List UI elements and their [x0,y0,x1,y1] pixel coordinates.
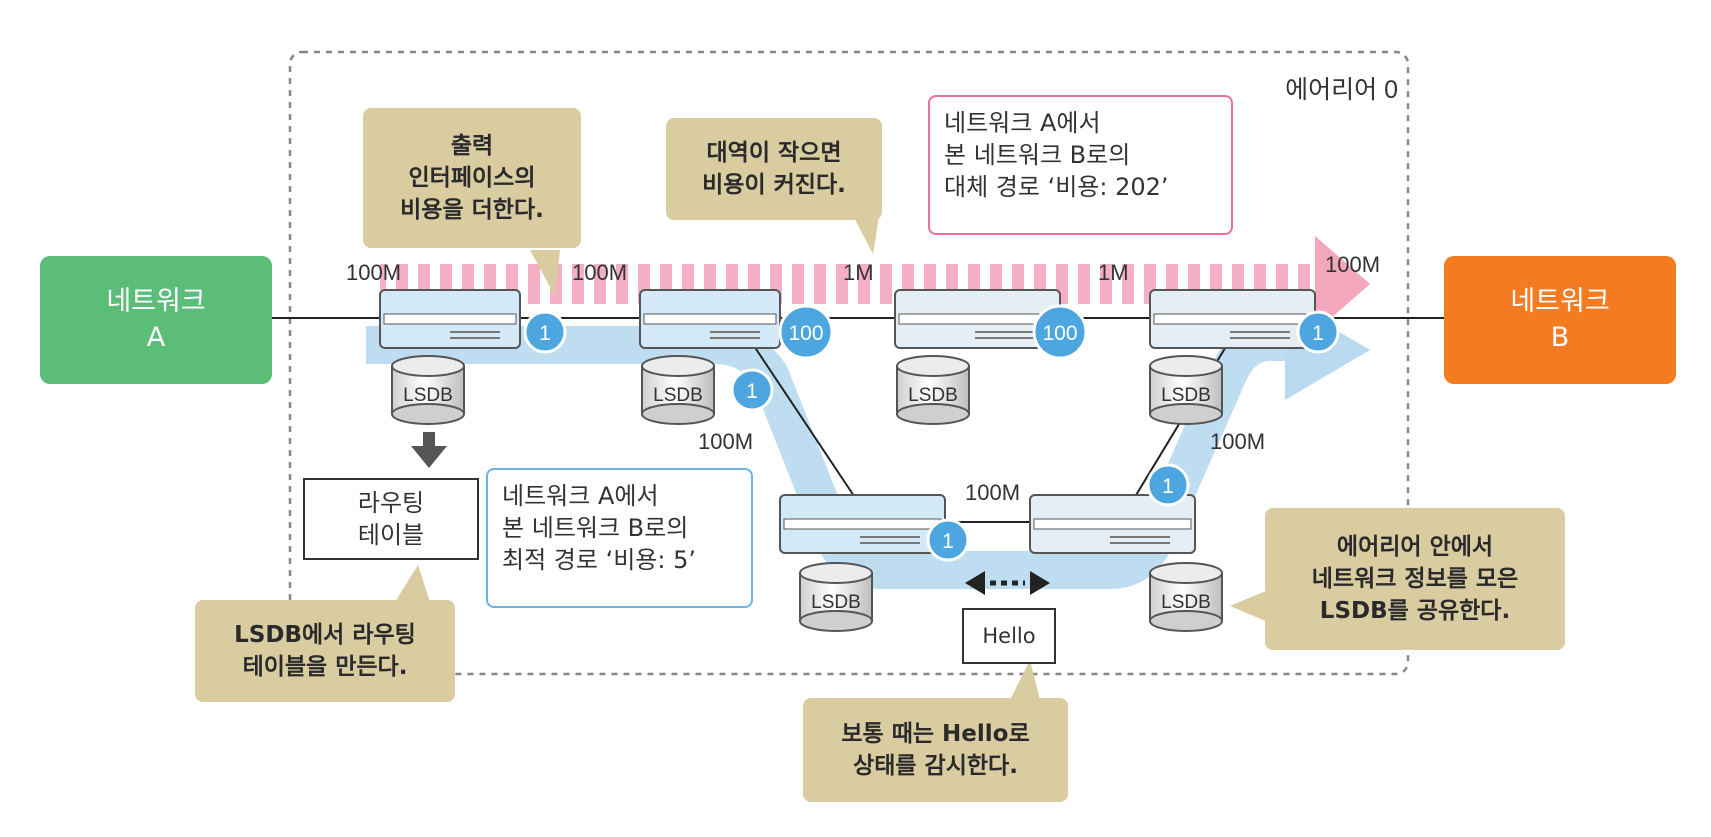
lsdb-2 [641,355,715,425]
alternate-path-arrowhead [1315,236,1370,332]
callout-tail-make-table [395,565,430,602]
note-alternate-path: 네트워크 A에서 본 네트워크 B로의 대체 경로 ‘비용: 202’ [928,95,1233,235]
cost-badge-r4: 1 [1296,310,1340,354]
callout-make-table-line1: LSDB에서 라우팅 [234,622,416,648]
callout-add-cost-line1: 출력 [450,133,494,159]
callout-tail-bandwidth [850,210,880,254]
callout-add-cost-line2: 인터페이스의 [408,165,536,191]
callout-make-table-line2: 테이블을 만든다. [242,654,408,680]
bandwidth-r5-r6: 100M [965,480,1020,505]
note-alternate-line3: 대체 경로 ‘비용: 202’ [944,173,1169,201]
lsdb-5 [799,562,873,632]
svg-text:1: 1 [746,380,758,403]
routing-table-line2: 테이블 [357,521,425,549]
lsdb-label-4: LSDB [1161,385,1211,406]
bandwidth-r1-r2: 100M [572,260,627,285]
area-label: 에어리어 0 [1285,76,1398,104]
svg-text:1: 1 [942,530,954,553]
down-arrow-icon [411,432,447,468]
svg-text:1: 1 [1162,475,1174,498]
svg-text:1: 1 [539,322,551,345]
lsdb-label-3: LSDB [908,385,958,406]
lsdb-label-5: LSDB [811,592,861,613]
bandwidth-r4-b: 100M [1325,252,1380,277]
routing-table-box: 라우팅 테이블 [303,478,479,560]
bandwidth-a-r1: 100M [346,260,401,285]
router-5 [779,494,946,554]
lsdb-3 [896,355,970,425]
network-a: 네트워크 A [40,256,272,384]
callout-share-line2: 네트워크 정보를 모은 [1311,566,1519,592]
callout-add-cost-line3: 비용을 더한다. [400,197,544,223]
svg-text:100: 100 [1042,322,1077,345]
router-2 [639,289,781,349]
router-6 [1029,494,1196,554]
callout-tail-share [1230,590,1268,622]
cost-badge-r3: 100 [1032,304,1088,360]
network-b: 네트워크 B [1444,256,1676,384]
callout-share-line1: 에어리어 안에서 [1336,534,1494,560]
callout-bandwidth: 대역이 작으면 비용이 커진다. [666,118,882,220]
network-b-id: B [1550,322,1570,353]
router-1 [379,289,521,349]
router-4 [1149,289,1316,349]
lsdb-label-2: LSDB [653,385,703,406]
lsdb-6 [1149,562,1223,632]
network-b-label: 네트워크 [1510,286,1610,317]
optimal-path-arrow [366,322,1294,589]
callout-share: 에어리어 안에서 네트워크 정보를 모은 LSDB를 공유한다. [1265,508,1565,650]
bandwidth-r6-r4: 100M [1210,429,1265,454]
link-r2-r5 [749,339,861,506]
callout-hello: 보통 때는 Hello로 상태를 감시한다. [803,698,1068,802]
note-optimal-line3: 최적 경로 ‘비용: 5’ [502,546,696,574]
cost-badge-r1: 1 [523,310,567,354]
svg-text:1: 1 [1312,322,1324,345]
callout-hello-line2: 상태를 감시한다. [853,753,1018,779]
hello-packet-box: Hello [962,608,1056,664]
bandwidth-r2-r3: 1M [843,260,874,285]
cost-badge-r6-up: 1 [1146,463,1190,507]
network-a-id: A [146,322,166,353]
lsdb-1 [391,355,465,425]
network-a-label: 네트워크 [106,286,206,317]
lsdb-4 [1149,355,1223,425]
bandwidth-r3-r4: 1M [1098,260,1129,285]
hello-exchange-arrow-icon [965,571,1050,595]
hello-label: Hello [982,624,1036,648]
lsdb-label-6: LSDB [1161,592,1211,613]
lsdb-label-1: LSDB [403,385,453,406]
callout-make-table: LSDB에서 라우팅 테이블을 만든다. [195,600,455,702]
callout-tail-add-cost [530,250,560,296]
note-optimal-line2: 본 네트워크 B로의 [502,514,689,542]
svg-text:100: 100 [788,322,823,345]
note-optimal-path: 네트워크 A에서 본 네트워크 B로의 최적 경로 ‘비용: 5’ [486,468,753,608]
routing-table-line1: 라우팅 [357,489,425,517]
callout-bandwidth-line2: 비용이 커진다. [702,172,846,198]
bandwidth-r2-r5: 100M [698,429,753,454]
callout-add-cost: 출력 인터페이스의 비용을 더한다. [363,108,581,248]
cost-badge-r2: 100 [778,304,834,360]
cost-badge-r2-down: 1 [730,368,774,412]
callout-bandwidth-line1: 대역이 작으면 [706,140,842,166]
note-alternate-line1: 네트워크 A에서 [944,109,1101,137]
cost-badge-r5: 1 [926,518,970,562]
callout-hello-line1: 보통 때는 Hello로 [841,721,1030,747]
note-optimal-line1: 네트워크 A에서 [502,482,659,510]
callout-tail-hello [1010,660,1040,700]
note-alternate-line2: 본 네트워크 B로의 [944,141,1131,169]
callout-share-line3: LSDB를 공유한다. [1319,598,1511,624]
